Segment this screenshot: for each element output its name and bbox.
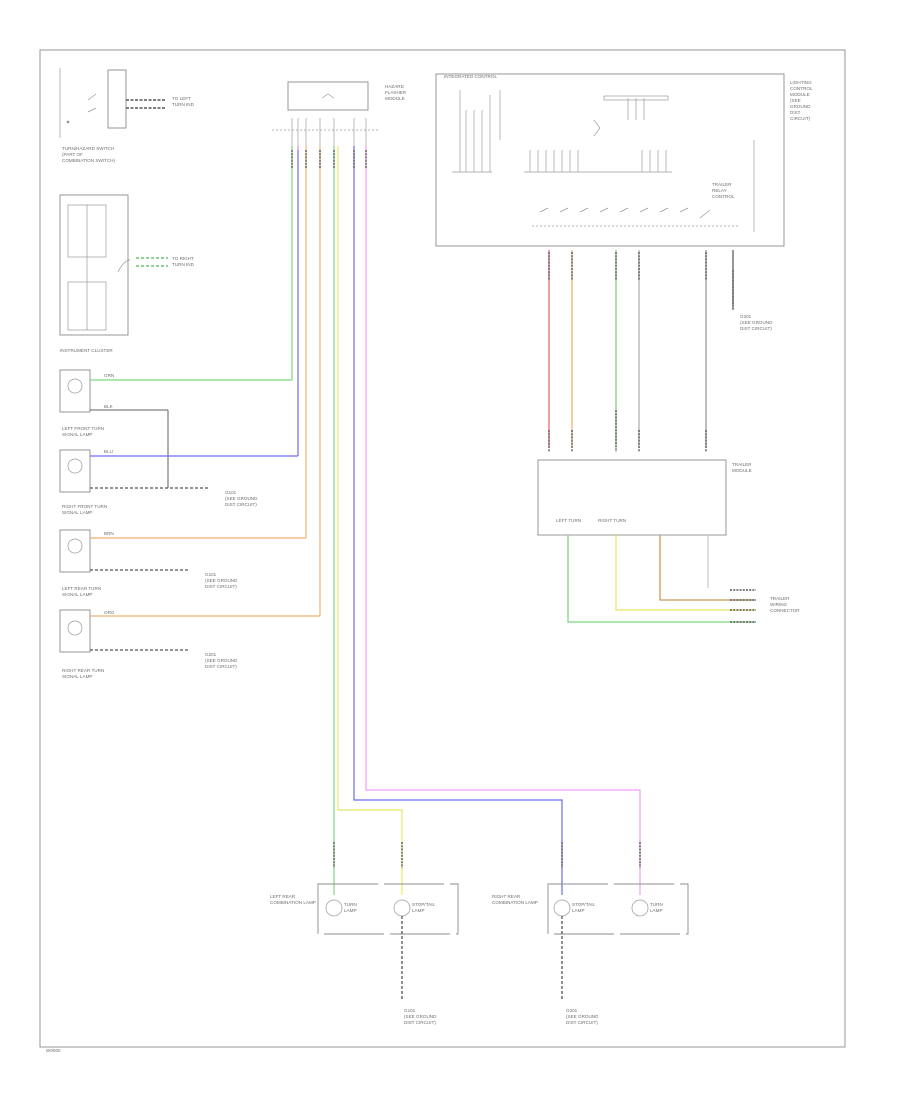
trailer-relay-3: CONTROL xyxy=(712,194,735,199)
ic-side-4: (SEE xyxy=(790,98,801,103)
integrated-control-module: INTEGRATED CONTROL LIGHTING CONTROL MODU… xyxy=(435,73,813,247)
trailer-relay-1: TRAILER xyxy=(712,182,732,187)
lrc-turn-2: LAMP xyxy=(344,908,357,913)
instrument-cluster: TO RIGHT TURN IND INSTRUMENT CLUSTER xyxy=(59,194,195,353)
lrc-gnd-2: (SEE GROUND xyxy=(404,1014,437,1019)
to-right-label-1: TO RIGHT xyxy=(172,256,194,261)
rf-label-2: SIGNAL LAMP xyxy=(62,510,92,515)
integrated-wire-ticks xyxy=(548,252,734,452)
to-right-label-2: TURN IND xyxy=(172,262,195,267)
lrc-label-2: COMBINATION LAMP xyxy=(270,900,316,905)
ic-side-3: MODULE xyxy=(790,92,810,97)
hazard-module-wires xyxy=(291,146,641,895)
rf-wire-label: BLU xyxy=(104,449,113,454)
ic-ground-2: (SEE GROUND xyxy=(740,320,773,325)
lf-wire-label: GRN xyxy=(104,373,114,378)
rrc-stop-2: LAMP xyxy=(572,908,585,913)
ic-ground-1: G201 xyxy=(740,314,752,319)
rrc-turn-2: LAMP xyxy=(650,908,663,913)
lr-label-1: LEFT REAR TURN xyxy=(62,586,101,591)
rr-gnd-1: G201 xyxy=(205,652,217,657)
switch-label-1: TURN/HAZARD SWITCH xyxy=(62,146,114,151)
rrc-gnd-2: (SEE GROUND xyxy=(566,1014,599,1019)
to-left-label-1: TO LEFT xyxy=(172,96,191,101)
rrc-gnd-3: DIST CIRCUIT) xyxy=(566,1020,598,1025)
lrc-label-1: LEFT REAR xyxy=(270,894,296,899)
lr-label-2: SIGNAL LAMP xyxy=(62,592,92,597)
trailer-module-label-1: TRAILER xyxy=(732,462,752,467)
lf-label-1: LEFT FRONT TURN xyxy=(62,426,104,431)
rf-gnd-3: DIST CIRCUIT) xyxy=(225,502,257,507)
rrc-label-2: COMBINATION LAMP xyxy=(492,900,538,905)
rf-gnd-2: (SEE GROUND xyxy=(225,496,258,501)
ic-side-5: GROUND xyxy=(790,104,811,109)
rrc-turn-1: TURN xyxy=(650,902,663,907)
trailer-connector-1: TRAILER xyxy=(770,596,790,601)
turn-hazard-switch: TO LEFT TURN IND TURN/HAZARD SWITCH (PAR… xyxy=(59,68,195,163)
trailer-module: TRAILER MODULE LEFT TURN RIGHT TURN xyxy=(537,459,752,536)
lrc-gnd-1: G101 xyxy=(404,1008,416,1013)
lrc-stop-1: STOP/TAIL xyxy=(412,902,436,907)
ic-side-1: LIGHTING xyxy=(790,80,812,85)
ic-side-7: CIRCUIT) xyxy=(790,116,811,121)
trailer-output-ticks xyxy=(730,589,756,623)
rr-label-2: SIGNAL LAMP xyxy=(62,674,92,679)
rr-wire-label: ORG xyxy=(104,610,115,615)
lr-wire-label: BRN xyxy=(104,531,114,536)
trailer-connector-3: CONNECTOR xyxy=(770,608,800,613)
connector-ticks xyxy=(291,150,641,868)
rr-gnd-3: DIST CIRCUIT) xyxy=(205,664,237,669)
diagram-frame xyxy=(39,49,846,1048)
lr-gnd-1: G101 xyxy=(205,572,217,577)
hazard-module-label-2: FLASHER xyxy=(385,90,407,95)
switch-label-3: COMBINATION SWITCH) xyxy=(62,158,115,163)
hazard-flasher-module: HAZARD FLASHER MODULE xyxy=(272,81,407,146)
hazard-module-label-3: MODULE xyxy=(385,96,405,101)
rf-label-1: RIGHT FRONT TURN xyxy=(62,504,107,509)
rrc-stop-1: STOP/TAIL xyxy=(572,902,596,907)
lrc-turn-1: TURN xyxy=(344,902,357,907)
left-rear-turn-lamp: BRN G101 (SEE GROUND DIST CIRCUIT) LEFT … xyxy=(59,529,306,597)
ic-ground-3: DIST CIRCUIT) xyxy=(740,326,772,331)
left-front-turn-lamp: GRN BLK LEFT FRONT TURN SIGNAL LAMP xyxy=(59,369,292,437)
to-left-label-2: TURN IND xyxy=(172,102,195,107)
right-rear-combination-lamp: STOP/TAIL LAMP TURN LAMP RIGHT REAR COMB… xyxy=(492,883,689,1025)
lf-label-2: SIGNAL LAMP xyxy=(62,432,92,437)
switch-label-2: (PART OF xyxy=(62,152,83,157)
rr-label-1: RIGHT REAR TURN xyxy=(62,668,104,673)
integrated-control-label: INTEGRATED CONTROL xyxy=(444,74,497,79)
lr-gnd-3: DIST CIRCUIT) xyxy=(205,584,237,589)
rr-gnd-2: (SEE GROUND xyxy=(205,658,238,663)
rf-gnd-1: G101 xyxy=(225,490,237,495)
right-front-turn-lamp: BLU G101 (SEE GROUND DIST CIRCUIT) RIGHT… xyxy=(59,410,298,515)
ic-side-6: DIST xyxy=(790,110,801,115)
hazard-module-label-1: HAZARD xyxy=(385,84,405,89)
lf-gnd-wire-label: BLK xyxy=(104,404,114,409)
instrument-cluster-label: INSTRUMENT CLUSTER xyxy=(60,348,113,353)
lrc-stop-2: LAMP xyxy=(412,908,425,913)
trailer-output-wires xyxy=(567,535,756,623)
trailer-relay-2: RELAY xyxy=(712,188,727,193)
lrc-gnd-3: DIST CIRCUIT) xyxy=(404,1020,436,1025)
ic-side-2: CONTROL xyxy=(790,86,813,91)
right-rear-turn-lamp: ORG G201 (SEE GROUND DIST CIRCUIT) RIGHT… xyxy=(59,609,320,679)
rrc-label-1: RIGHT REAR xyxy=(492,894,521,899)
rrc-gnd-1: G201 xyxy=(566,1008,578,1013)
trailer-module-label-2: MODULE xyxy=(732,468,752,473)
trailer-connector-2: WIRING xyxy=(770,602,788,607)
diagram-code: W0000 xyxy=(46,1048,61,1053)
left-rear-combination-lamp: TURN LAMP STOP/TAIL LAMP LEFT REAR COMBI… xyxy=(270,883,459,1025)
trailer-out-left: LEFT TURN xyxy=(556,518,581,523)
trailer-out-right: RIGHT TURN xyxy=(598,518,626,523)
lr-gnd-2: (SEE GROUND xyxy=(205,578,238,583)
